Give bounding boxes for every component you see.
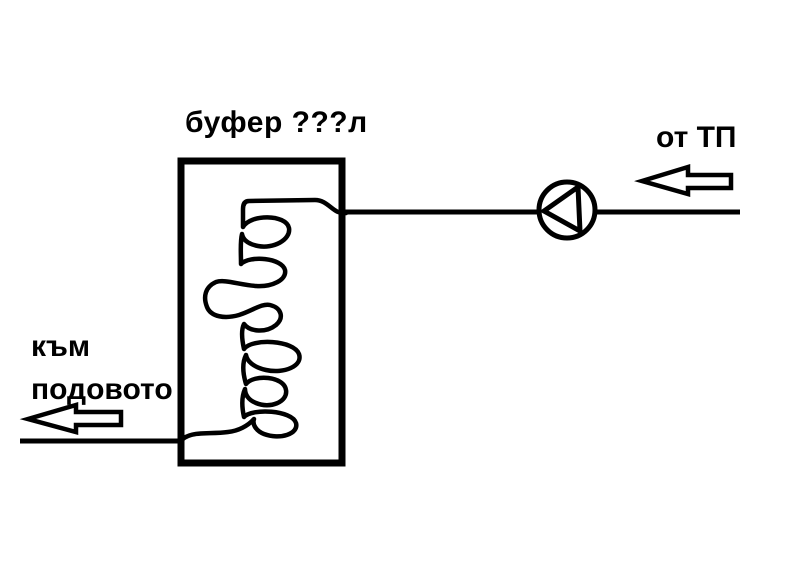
destination-label-line1: към	[31, 330, 91, 363]
pump-icon	[536, 179, 598, 241]
pump-triangle	[539, 182, 583, 236]
destination-flow-arrow-icon	[19, 402, 124, 435]
heating-coil	[178, 197, 349, 444]
buffer-tank	[177, 157, 346, 467]
source-label: от ТП	[656, 121, 737, 154]
buffer-title-label: буфер ???л	[185, 106, 368, 139]
source-flow-arrow-icon	[634, 163, 734, 197]
destination-label-line2: подовото	[31, 373, 173, 406]
destination-label: към подовото	[31, 325, 173, 411]
